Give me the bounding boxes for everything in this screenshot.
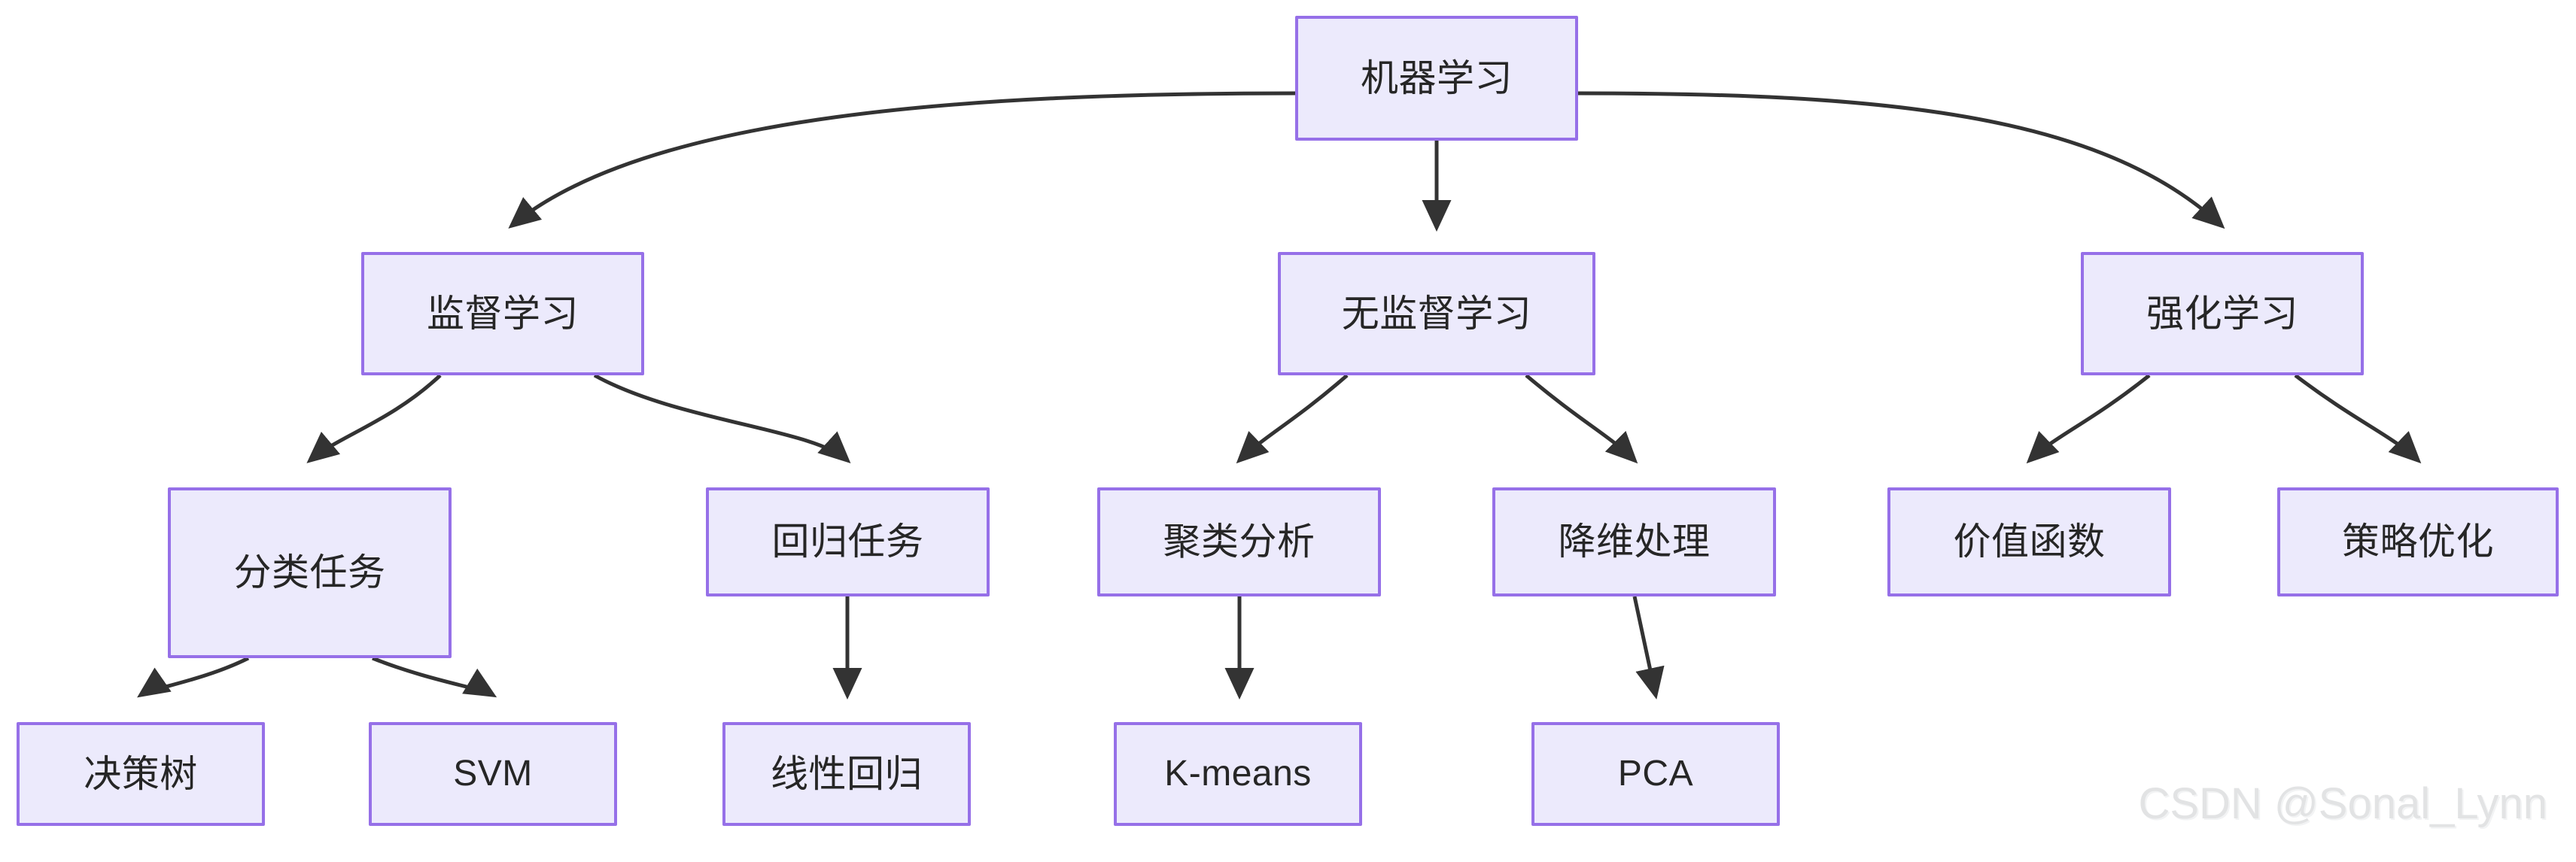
edge-dimreduce-to-pca	[1632, 596, 1665, 700]
node-decision-tree[interactable]: 决策树	[17, 722, 265, 826]
edge-ml-to-reinforce	[1577, 91, 2225, 229]
node-policy-optimization[interactable]: 策略优化	[2277, 487, 2559, 596]
edge-classify-to-dtree	[137, 656, 250, 698]
edge-reinforce-to-valuefunc	[2026, 374, 2151, 464]
edge-unsupervised-to-cluster	[1236, 374, 1349, 464]
node-value-function[interactable]: 价值函数	[1887, 487, 2171, 596]
node-dimensionality-reduction[interactable]: 降维处理	[1492, 487, 1776, 596]
edge-reinforce-to-policyopt	[2294, 374, 2422, 464]
edge-supervised-to-regress	[593, 373, 851, 464]
node-classification[interactable]: 分类任务	[168, 487, 452, 658]
node-label: 降维处理	[1558, 521, 1711, 563]
node-label: 价值函数	[1953, 521, 2106, 563]
edge-supervised-to-classify	[306, 374, 442, 463]
node-label: 聚类分析	[1163, 521, 1315, 563]
node-label: 回归任务	[771, 521, 924, 563]
node-ml[interactable]: 机器学习	[1295, 16, 1578, 141]
node-unsupervised[interactable]: 无监督学习	[1278, 252, 1595, 375]
node-label: 机器学习	[1361, 56, 1513, 99]
node-label: 分类任务	[233, 551, 386, 593]
edge-unsupervised-to-dimreduce	[1525, 374, 1638, 464]
node-label: K-means	[1164, 753, 1312, 794]
edge-ml-to-supervised	[508, 91, 1296, 229]
node-pca[interactable]: PCA	[1531, 722, 1780, 826]
node-clustering[interactable]: 聚类分析	[1097, 487, 1381, 596]
node-reinforcement[interactable]: 强化学习	[2081, 252, 2364, 375]
node-label: 线性回归	[771, 752, 923, 795]
node-label: 决策树	[84, 752, 198, 795]
node-supervised[interactable]: 监督学习	[361, 252, 644, 375]
node-kmeans[interactable]: K-means	[1114, 722, 1362, 826]
node-regression[interactable]: 回归任务	[706, 487, 990, 596]
node-svm[interactable]: SVM	[369, 722, 617, 826]
node-label: 强化学习	[2146, 292, 2298, 335]
edge-classify-to-svm	[372, 656, 497, 698]
node-label: 无监督学习	[1341, 292, 1532, 335]
node-label: 监督学习	[427, 292, 579, 335]
watermark-text: CSDN @Sonal_Lynn	[2138, 779, 2547, 828]
node-label: 策略优化	[2342, 521, 2494, 563]
node-linear-regression[interactable]: 线性回归	[722, 722, 971, 826]
node-label: SVM	[453, 753, 533, 794]
node-label: PCA	[1617, 753, 1694, 794]
